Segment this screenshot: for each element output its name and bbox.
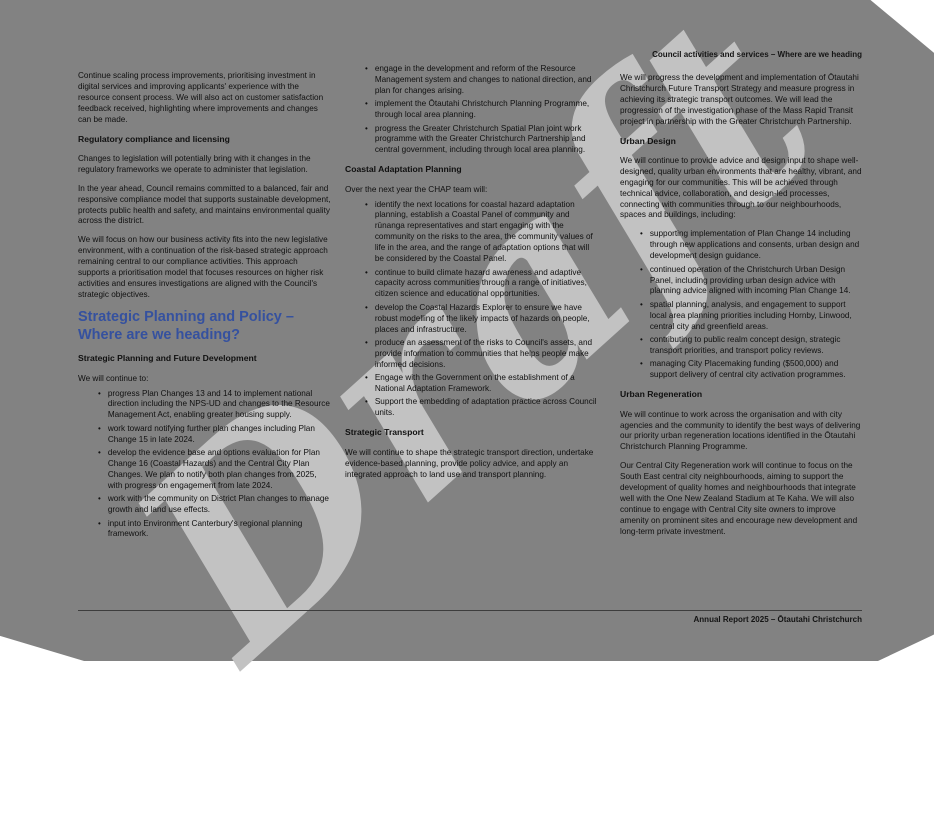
list-item-text: work toward notifying further plan chang… [107, 423, 315, 444]
list-item: • continue to build climate hazard awaren… [365, 268, 599, 301]
bullet-icon: • [365, 199, 368, 209]
bullet-icon: • [98, 448, 101, 458]
list-item-text: Engage with the Government on the establ… [374, 373, 575, 394]
section-heading: Coastal Adaptation Planning [345, 164, 462, 175]
list-item: • continued operation of the Christchurch… [640, 265, 862, 298]
section-heading: Regulatory compliance and licensing [78, 133, 230, 144]
bullet-list: • progress Plan Changes 13 and 14 to impl… [78, 389, 331, 541]
bullet-icon: • [640, 335, 643, 345]
list-item-text: progress the Greater Christchurch Spatia… [374, 123, 586, 155]
section-heading: Strategic Transport [345, 427, 424, 438]
list-item: • work with the community on District Pla… [98, 494, 331, 516]
column-2: • engage in the development and reform of… [345, 64, 599, 488]
list-item: • supporting implementation of Plan Chang… [640, 229, 862, 262]
bullet-list: • identify the next locations for coastal… [345, 200, 599, 420]
paragraph: Our Central City Regeneration work will … [620, 461, 858, 536]
paragraph: We will continue to work across the orga… [620, 409, 861, 452]
bullet-icon: • [640, 229, 643, 239]
paragraph: We will focus on how our business activi… [78, 235, 328, 299]
section-heading: Urban Design [620, 135, 676, 146]
bullet-icon: • [365, 373, 368, 383]
bullet-list: • supporting implementation of Plan Chang… [620, 229, 862, 381]
bullet-icon: • [98, 388, 101, 398]
page-header: Council activities and services – Where … [652, 50, 862, 59]
bullet-icon: • [98, 518, 101, 528]
bullet-icon: • [365, 64, 368, 73]
column-1: Continue scaling process improvements, p… [78, 71, 331, 548]
bullet-icon: • [365, 302, 368, 312]
list-item-text: engage in the development and reform of … [374, 64, 592, 95]
list-item: • Engage with the Government on the estab… [365, 373, 599, 395]
bullet-icon: • [365, 123, 368, 133]
list-item: • implement the Ōtautahi Christchurch Pla… [365, 99, 599, 121]
list-intro: We will continue to: [78, 373, 149, 383]
list-item: • develop the evidence base and options e… [98, 448, 331, 492]
bullet-icon: • [640, 299, 643, 309]
list-item-text: progress Plan Changes 13 and 14 to imple… [107, 388, 330, 420]
list-item-text: implement the Ōtautahi Christchurch Plan… [374, 99, 590, 120]
document-content: Council activities and services – Where … [78, 50, 862, 624]
bullet-icon: • [365, 99, 368, 109]
list-item-text: continue to build climate hazard awarene… [374, 267, 587, 299]
bullet-icon: • [365, 267, 368, 277]
paragraph: We will continue to shape the strategic … [345, 447, 594, 479]
list-item-text: produce an assessment of the risks to Co… [374, 337, 593, 369]
paragraph: Changes to legislation will potentially … [78, 153, 311, 174]
list-item-text: Support the embedding of adaptation prac… [374, 397, 597, 418]
list-item-text: managing City Placemaking funding ($500,… [649, 359, 846, 380]
list-item-text: contributing to public realm concept des… [649, 335, 841, 355]
list-item-text: work with the community on District Plan… [107, 494, 329, 515]
bullet-icon: • [98, 423, 101, 433]
list-item: • input into Environment Canterbury's reg… [98, 519, 331, 541]
list-item-text: develop the evidence base and options ev… [107, 448, 320, 490]
list-item: • produce an assessment of the risks to C… [365, 338, 599, 371]
page-footer: Annual Report 2025 – Ōtautahi Christchur… [78, 610, 862, 624]
scanned-page-background [0, 0, 934, 661]
column-3: We will progress the development and imp… [620, 73, 862, 546]
bullet-icon: • [365, 337, 368, 347]
list-item: • progress Plan Changes 13 and 14 to impl… [98, 389, 331, 422]
bullet-icon: • [640, 264, 643, 274]
list-item-text: identify the next locations for coastal … [374, 199, 593, 264]
bullet-icon: • [98, 494, 101, 504]
list-item-text: develop the Coastal Hazards Explorer to … [374, 302, 590, 334]
list-intro: Over the next year the CHAP team will: [345, 184, 488, 194]
list-item-text: spatial planning, analysis, and engageme… [649, 299, 852, 331]
section-heading: Strategic Planning and Future Developmen… [78, 353, 257, 364]
page-heading-blue: Strategic Planning and Policy – Where ar… [78, 308, 294, 343]
list-item: • identify the next locations for coastal… [365, 200, 599, 265]
bullet-list: • engage in the development and reform of… [345, 64, 599, 156]
list-item-text: input into Environment Canterbury's regi… [107, 518, 303, 539]
list-item-text: supporting implementation of Plan Change… [649, 229, 860, 261]
bullet-icon: • [640, 359, 643, 369]
list-item: • contributing to public realm concept de… [640, 335, 862, 357]
list-item: • engage in the development and reform of… [365, 64, 599, 97]
list-item: • progress the Greater Christchurch Spati… [365, 124, 599, 157]
bullet-icon: • [365, 397, 368, 407]
paragraph: We will progress the development and imp… [620, 73, 859, 126]
list-item: • spatial planning, analysis, and engagem… [640, 300, 862, 333]
list-item: • Support the embedding of adaptation pra… [365, 397, 599, 419]
section-heading: Urban Regeneration [620, 389, 703, 400]
list-item: • managing City Placemaking funding ($500… [640, 359, 862, 381]
list-item: • develop the Coastal Hazards Explorer to… [365, 303, 599, 336]
paragraph: We will continue to provide advice and d… [620, 155, 862, 220]
list-item-text: continued operation of the Christchurch … [649, 264, 851, 296]
paragraph: Continue scaling process improvements, p… [78, 71, 324, 124]
list-item: • work toward notifying further plan chan… [98, 424, 331, 446]
paragraph: In the year ahead, Council remains commi… [78, 183, 331, 226]
